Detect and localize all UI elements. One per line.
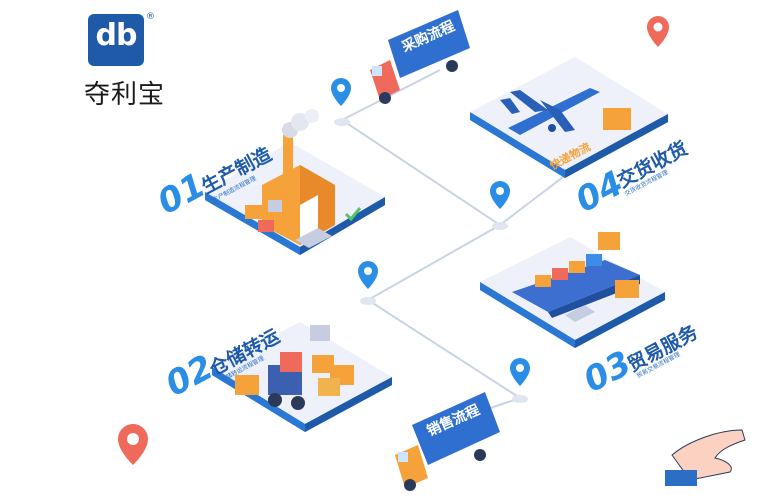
platform-delivery xyxy=(470,57,668,178)
hand-icon xyxy=(665,429,746,486)
location-pin-icon xyxy=(358,261,378,289)
logo-mark-text: db xyxy=(95,18,138,53)
sales-truck-icon xyxy=(395,392,500,491)
location-pin-icon xyxy=(331,78,351,106)
location-pin-icon xyxy=(510,358,530,386)
route-dots xyxy=(334,118,528,403)
location-pin-icon xyxy=(490,181,510,209)
registered-mark: ® xyxy=(146,12,155,22)
airplane-icon xyxy=(500,88,631,135)
factory-icon xyxy=(245,109,362,248)
cargo-ship-icon xyxy=(512,232,640,322)
logo-mark xyxy=(88,14,144,66)
purchase-truck-icon xyxy=(370,10,470,104)
location-pin-icon xyxy=(118,424,148,465)
brand-logo: db ® 夺利宝 xyxy=(84,12,168,114)
forklift-icon xyxy=(235,325,354,410)
location-pin-icon xyxy=(647,16,669,47)
brand-name: 夺利宝 xyxy=(84,80,166,110)
